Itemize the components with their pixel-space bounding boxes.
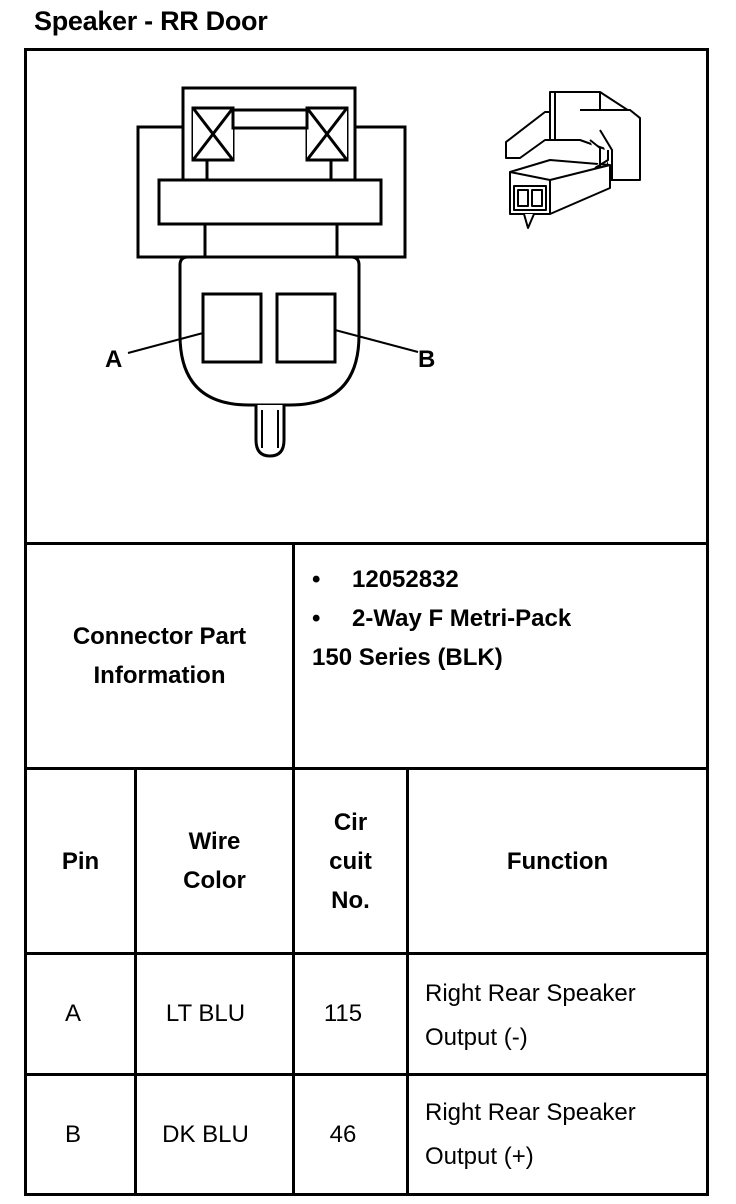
connector-series: 150 Series (BLK) (312, 644, 503, 671)
header-wire-color: Wire Color (183, 828, 246, 894)
table-row-a-function: Right Rear Speaker Output (-) (425, 980, 636, 1051)
connector-info-label-line1: Connector Part (72, 623, 247, 650)
table-row-a-wire-color: LT BLU (165, 1000, 246, 1027)
connector-info-label: Connector Part Information (27, 545, 292, 767)
divider-row (24, 1073, 709, 1076)
bullet-icon: • (312, 566, 321, 593)
table-row-b-circuit: 46 (329, 1121, 357, 1148)
table-row-a-pin: A (64, 1000, 81, 1027)
connector-diagram: A B (105, 86, 641, 458)
connector-info-item: • 2-Way F Metri-Pack (312, 599, 571, 638)
header-pin: Pin (61, 847, 100, 875)
divider-diagram (24, 542, 709, 545)
divider-col-1 (134, 767, 137, 1196)
connector-info-label-line2: Information (93, 662, 226, 689)
table-row-b-pin: B (64, 1121, 81, 1148)
connector-info-values: • 12052832 • 2-Way F Metri-Pack 150 Seri… (312, 560, 571, 677)
divider-info (24, 767, 709, 770)
header-circuit-no: Cir cuit No. (329, 808, 372, 914)
leader-a (127, 332, 204, 354)
divider-header (24, 952, 709, 955)
divider-col-3 (406, 767, 409, 1196)
terminal-a (201, 292, 263, 364)
crossbar (157, 178, 383, 226)
leader-b (334, 329, 419, 353)
connector-description: 2-Way F Metri-Pack (352, 605, 572, 632)
connector-part-number: 12052832 (352, 566, 459, 593)
connector-3d-icon (505, 91, 641, 229)
divider-info-col (292, 542, 295, 770)
pin-label-b: B (418, 346, 435, 373)
connector-info-continuation: 150 Series (BLK) (312, 638, 571, 677)
key-tab (254, 405, 286, 458)
bullet-icon: • (312, 605, 321, 632)
table-row-b-function: Right Rear Speaker Output (+) (425, 1099, 636, 1170)
pin-label-a: A (105, 346, 122, 373)
terminal-b (275, 292, 337, 364)
header-function: Function (506, 847, 609, 875)
divider-col-2 (292, 767, 295, 1196)
table-row-b-wire-color: DK BLU (162, 1121, 249, 1148)
connector-info-item: • 12052832 (312, 560, 571, 599)
connector-table-frame (24, 48, 709, 1196)
table-row-a-circuit: 115 (323, 1000, 363, 1027)
page-title: Speaker - RR Door (34, 6, 268, 36)
